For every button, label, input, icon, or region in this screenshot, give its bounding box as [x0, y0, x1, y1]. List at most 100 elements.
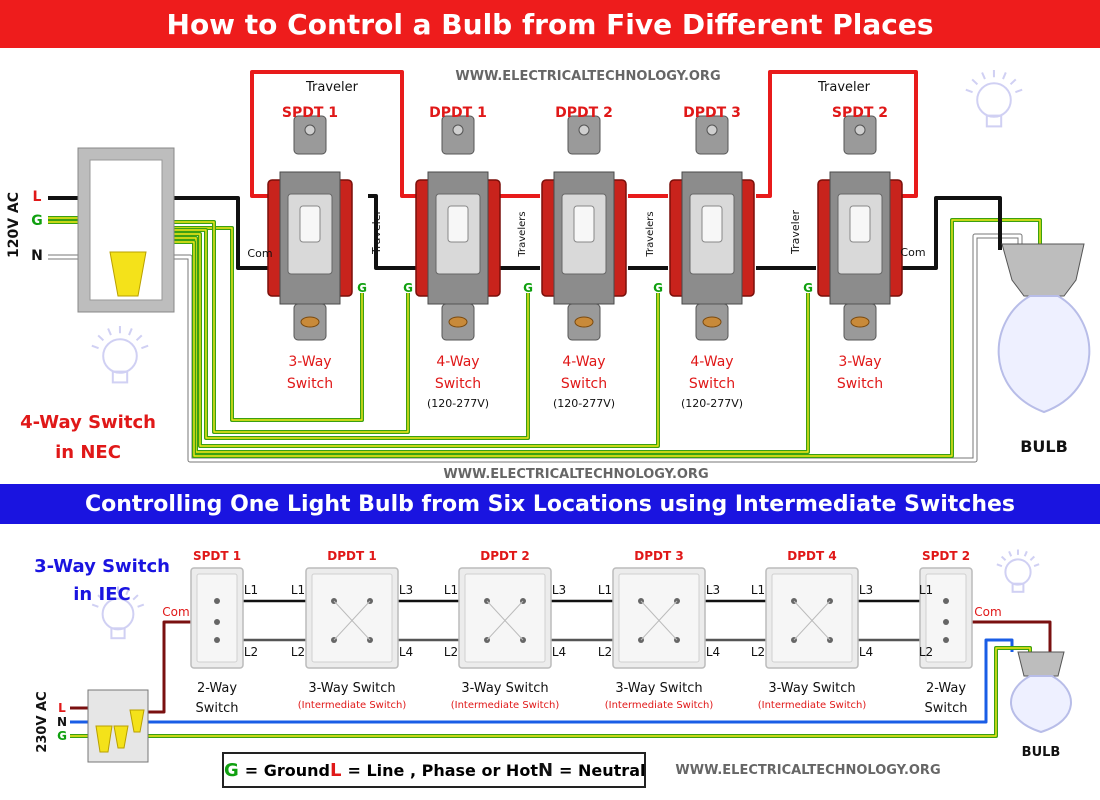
bottom-switch-sub: (Intermediate Switch): [758, 700, 867, 711]
ground-label-1: G: [357, 281, 367, 295]
terminal-label-right2: L4: [859, 645, 873, 659]
bottom-switch-type: 2-Way: [197, 681, 237, 696]
bottom-switch-2: [305, 567, 399, 669]
ground-screw-icon: [850, 316, 870, 328]
switch-rocker: [196, 573, 238, 663]
terminal-label-left1: L1: [444, 583, 458, 597]
bottom-bulb: [1010, 651, 1072, 734]
top-switch-type: 4-Way: [562, 354, 605, 370]
bottom-switch-type: 2-Way: [926, 681, 966, 696]
top-switch-name: DPDT 2: [555, 105, 613, 121]
top-switch-1: [267, 115, 353, 341]
top-switch-type: 4-Way: [436, 354, 479, 370]
bulb-glass: [976, 82, 1012, 118]
top-switch-rating: (120-277V): [427, 397, 489, 410]
bulb-ray: [981, 72, 986, 80]
bulb-glass: [101, 597, 135, 631]
terminal-label-right2: L4: [552, 645, 566, 659]
terminal-label-right1: L3: [706, 583, 720, 597]
ground-wire-2-stripe: [125, 229, 529, 439]
com-label-left: Com: [247, 247, 272, 260]
terminal-label-left2: L2: [291, 645, 305, 659]
traveler-1-lower: [368, 194, 418, 270]
top-switch-5: [817, 115, 903, 341]
terminal-label-right2: L2: [244, 645, 258, 659]
top-switch-name: SPDT 1: [282, 105, 338, 121]
ground-label-3: G: [523, 281, 533, 295]
toggle-lever: [573, 205, 595, 243]
toggle-lever: [701, 205, 723, 243]
supply-l-label: L: [33, 189, 42, 205]
bottom-switch-6: [919, 567, 973, 669]
terminal-label-right1: L3: [552, 583, 566, 597]
supply-voltage-bottom: 230V AC: [35, 691, 50, 752]
internal-link: [793, 600, 831, 641]
legend-line: L= Line , Phase or Hot: [330, 760, 538, 781]
bulb-ray: [1000, 555, 1007, 562]
travelers-label-2: Travelers: [645, 211, 656, 257]
com-label-right: Com: [900, 246, 925, 259]
toggle-lever: [299, 205, 321, 243]
bulb-glass: [997, 295, 1091, 414]
bulb-ray: [106, 588, 111, 596]
top-bulb: [997, 243, 1091, 414]
internal-link: [640, 600, 678, 641]
bottom-switch-type: 3-Way Switch: [308, 681, 395, 696]
screw-icon: [854, 124, 866, 136]
terminal-label-left1: L1: [291, 583, 305, 597]
ground-label-4: G: [653, 281, 663, 295]
bulb-ray: [91, 344, 99, 350]
switch-rocker: [618, 573, 700, 663]
wire-nut: [109, 251, 147, 297]
top-switches: [77, 115, 1091, 414]
switch-rocker: [311, 573, 393, 663]
bottom-switch-name: DPDT 1: [327, 549, 376, 563]
top-switch-rating: (120-277V): [681, 397, 743, 410]
supply-g-bottom: G: [57, 729, 67, 743]
page-title: How to Control a Bulb from Five Differen…: [166, 7, 934, 41]
legend-neutral: N= Neutral: [538, 760, 646, 781]
top-switch-3: [541, 115, 627, 341]
terminal-l2: [943, 637, 949, 643]
bottom-switch-type: 3-Way Switch: [461, 681, 548, 696]
section-subtitle: Controlling One Light Bulb from Six Loca…: [84, 491, 1016, 517]
terminal-label-right1: L3: [399, 583, 413, 597]
terminal-label-left2: L2: [598, 645, 612, 659]
terminal-l1: [943, 598, 949, 604]
top-switch-type: 4-Way: [690, 354, 733, 370]
bottom-load-wire: [951, 620, 1052, 656]
bottom-switch-type: 3-Way Switch: [615, 681, 702, 696]
top-bulb-label: BULB: [1020, 437, 1068, 456]
top-switch-type: 3-Way: [288, 354, 331, 370]
legend-ground-text: = Ground: [244, 760, 331, 780]
bulb-base: [110, 627, 126, 640]
toggle-lever: [849, 205, 871, 243]
bottom-switch-sub: (Intermediate Switch): [605, 700, 714, 711]
bottom-switch-1: [190, 567, 244, 669]
bottom-neutral-wire: [70, 638, 1014, 724]
bottom-bulb-label: BULB: [1022, 745, 1061, 760]
bulb-base: [111, 370, 129, 384]
neutral-wire: [48, 234, 1022, 462]
terminal-l2: [214, 637, 220, 643]
top-switch-type-2: Switch: [837, 376, 883, 392]
bottom-com-left: Com: [162, 605, 189, 619]
bottom-caption-line2: in IEC: [73, 584, 130, 605]
bulb-ray: [965, 88, 973, 94]
ground-wire-3-stripe: [130, 233, 659, 447]
bulb-ray: [1009, 78, 1017, 86]
top-switch-rating: (120-277V): [553, 397, 615, 410]
legend-ground: G= Ground: [224, 760, 330, 781]
top-caption-line2: in NEC: [55, 442, 121, 463]
ground-wire-5-stripe: [138, 219, 1041, 457]
bulb-ray: [971, 78, 979, 86]
bulb-ray: [1008, 550, 1013, 557]
internal-link: [333, 600, 371, 641]
top-wiring: [48, 70, 1042, 463]
bottom-ground-wire-stripe: [70, 647, 1031, 737]
bulb-ray: [97, 594, 104, 601]
toggle-lever: [447, 205, 469, 243]
wire-nut-bottom: [113, 725, 129, 749]
terminal-label-left1: L1: [751, 583, 765, 597]
